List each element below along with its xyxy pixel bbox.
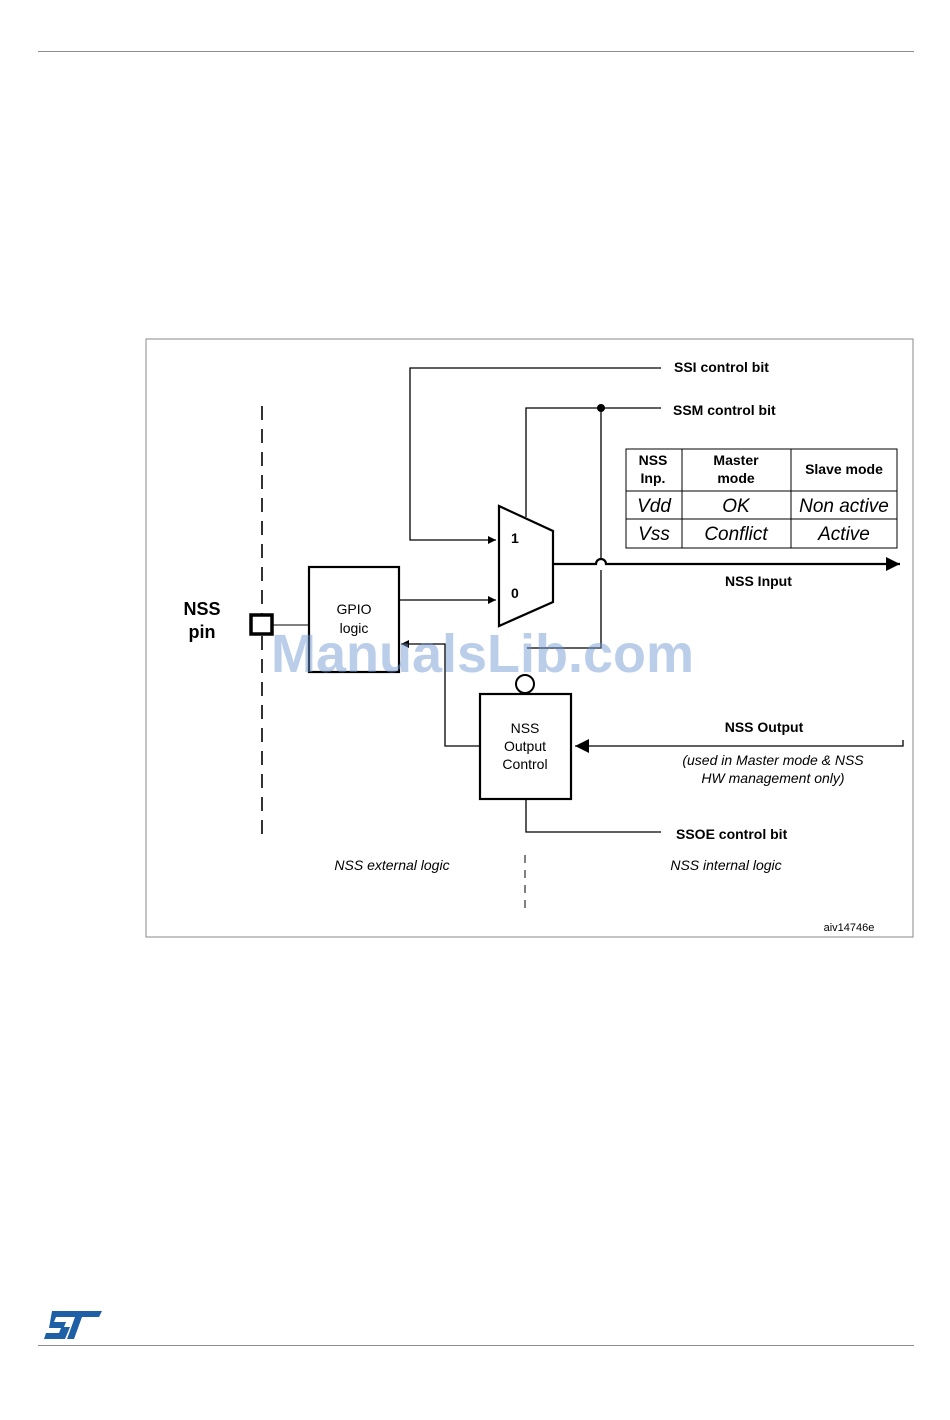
ssoe-control-bit-label: SSOE control bit xyxy=(676,826,788,842)
ssm-junction-dot xyxy=(597,404,605,412)
figure-frame xyxy=(146,339,913,937)
gpio-label-line1: GPIO xyxy=(336,601,371,617)
table-header-slave: Slave mode xyxy=(805,461,883,477)
mux-input-1-label: 1 xyxy=(511,530,519,546)
table-cell: Active xyxy=(817,524,870,545)
table-cell: Vss xyxy=(638,524,670,545)
table-cell: Vdd xyxy=(637,496,672,517)
nss-output-line xyxy=(575,740,903,746)
table-cell: OK xyxy=(722,496,751,517)
ssi-control-line xyxy=(410,368,661,540)
table-header-master-line1: Master xyxy=(713,452,759,468)
nss-pin-pad xyxy=(251,615,272,634)
ssi-control-bit-label: SSI control bit xyxy=(674,359,769,375)
nss-output-note-line2: HW management only) xyxy=(701,770,844,786)
nss-output-label: NSS Output xyxy=(725,719,804,735)
internal-logic-label: NSS internal logic xyxy=(670,857,781,873)
nss-pin-label-line1: NSS xyxy=(183,599,220,619)
output-control-line2: Output xyxy=(504,738,546,754)
ssm-control-bit-label: SSM control bit xyxy=(673,402,776,418)
output-control-line3: Control xyxy=(502,756,547,772)
nss-input-label: NSS Input xyxy=(725,573,792,589)
table-header-master-line2: mode xyxy=(717,470,755,486)
table-cell: Conflict xyxy=(704,524,768,545)
output-enable-inverter-bubble xyxy=(516,675,534,693)
output-control-to-gpio-line xyxy=(401,644,480,746)
nss-input-line xyxy=(553,559,900,564)
nss-pin-label-line2: pin xyxy=(189,622,216,642)
nss-output-note-line1: (used in Master mode & NSS xyxy=(682,752,864,768)
figure-id: aiv14746e xyxy=(824,922,875,934)
table-header-nss-line1: NSS xyxy=(639,452,668,468)
table-cell: Non active xyxy=(799,496,889,517)
mux-input-0-label: 0 xyxy=(511,585,519,601)
multiplexer xyxy=(499,506,553,626)
table-header-nss-line2: Inp. xyxy=(641,470,666,486)
external-logic-label: NSS external logic xyxy=(334,857,449,873)
gpio-label-line2: logic xyxy=(340,620,369,636)
ssoe-control-line xyxy=(526,799,661,832)
output-control-line1: NSS xyxy=(511,720,540,736)
st-logo-icon xyxy=(44,1311,102,1341)
